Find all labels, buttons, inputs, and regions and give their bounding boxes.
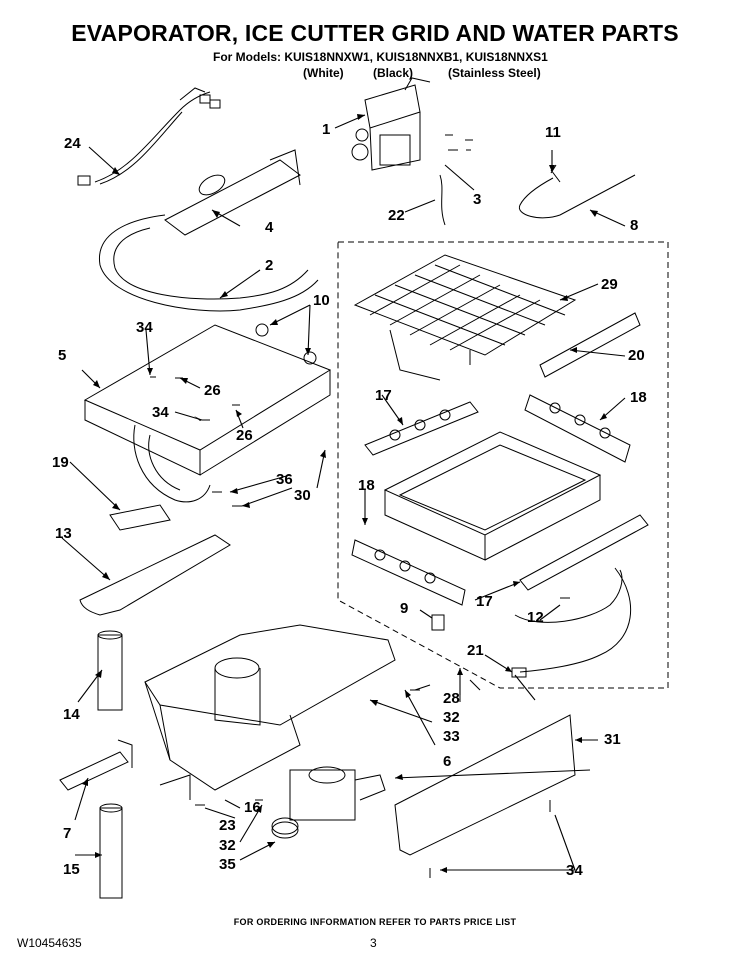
part-16-bracket xyxy=(160,775,190,800)
leader-arrowheads xyxy=(82,114,607,873)
callout-31: 31 xyxy=(604,731,621,748)
part-9-clip xyxy=(432,615,444,630)
callout-9: 9 xyxy=(400,600,409,617)
callout-22: 22 xyxy=(388,207,405,224)
callout-32-b: 32 xyxy=(219,837,236,854)
callout-13: 13 xyxy=(55,525,72,542)
part-7-fill-cup xyxy=(60,740,132,790)
models-line: For Models: KUIS18NNXW1, KUIS18NNXB1, KU… xyxy=(213,50,548,64)
part-18-left-rail-clips xyxy=(375,550,435,583)
part-14-fill-tube xyxy=(98,631,122,710)
callout-15: 15 xyxy=(63,861,80,878)
part-20-bracket xyxy=(110,505,170,530)
callout-21: 20 xyxy=(628,347,645,364)
callout-14: 14 xyxy=(63,706,80,723)
leader-lines xyxy=(62,115,625,870)
callout-3: 3 xyxy=(473,191,482,208)
color-white: (White) xyxy=(303,66,344,80)
callout-17-b: 17 xyxy=(476,593,493,610)
callout-36: 36 xyxy=(276,471,293,488)
callout-34-a: 34 xyxy=(136,319,153,336)
part-11-8-thermistor xyxy=(519,165,635,218)
callout-24: 24 xyxy=(64,135,81,152)
callout-4: 4 xyxy=(265,219,274,236)
part-18-right-rail xyxy=(525,395,630,462)
part-22-tube xyxy=(440,175,445,225)
document-number: W10454635 xyxy=(17,936,82,950)
part-2-evaporator-tube xyxy=(99,215,318,311)
part-17-upper-rail xyxy=(365,402,478,455)
part-21-strip xyxy=(540,313,640,377)
callout-11: 11 xyxy=(545,124,561,141)
cutter-assembly-dashed-boundary xyxy=(338,242,668,688)
callout-2: 2 xyxy=(265,257,274,274)
callout-34-c: 34 xyxy=(566,862,583,879)
color-black: (Black) xyxy=(373,66,414,80)
callout-35: 35 xyxy=(219,856,236,873)
callout-10: 10 xyxy=(313,292,330,309)
part-17-lower-rail xyxy=(520,515,648,590)
callout-26-a: 26 xyxy=(204,382,221,399)
color-stainless: (Stainless Steel) xyxy=(448,66,541,80)
part-13-trough xyxy=(80,535,230,615)
callout-6: 6 xyxy=(443,753,452,770)
part-17-upper-rail-clips xyxy=(390,410,450,440)
part-31-panel xyxy=(395,715,575,855)
part-6-pump xyxy=(290,767,385,820)
part-3-screws xyxy=(445,135,473,150)
part-18-left-rail xyxy=(352,540,465,605)
callout-34-b: 34 xyxy=(152,404,169,421)
part-34-screw-c xyxy=(430,800,550,878)
callout-20: 19 xyxy=(52,454,69,471)
callout-30: 30 xyxy=(294,487,311,504)
part-4-tube xyxy=(165,150,300,235)
callout-17-a: 17 xyxy=(375,387,392,404)
callout-12: 12 xyxy=(527,609,544,626)
callout-7: 7 xyxy=(63,825,72,842)
part-33-reservoir xyxy=(145,625,395,790)
part-15-tube xyxy=(100,804,122,898)
callout-29: 29 xyxy=(601,276,618,293)
callout-18-b: 18 xyxy=(358,477,375,494)
part-35-ring xyxy=(272,818,298,838)
page-title: EVAPORATOR, ICE CUTTER GRID AND WATER PA… xyxy=(71,20,679,46)
cutter-grid-frame xyxy=(385,432,600,560)
part-12-19-harness xyxy=(515,568,631,672)
callout-23: 23 xyxy=(219,817,236,834)
callout-1: 1 xyxy=(322,121,331,138)
callout-28: 28 xyxy=(443,690,460,707)
callout-16: 16 xyxy=(244,799,261,816)
callout-5: 5 xyxy=(58,347,67,364)
page-number: 3 xyxy=(370,936,377,950)
part-18-right-rail-clips xyxy=(550,403,610,438)
callout-33: 33 xyxy=(443,728,460,745)
callout-19: 21 xyxy=(467,642,484,659)
part-24-wire-harness xyxy=(78,88,220,185)
callout-32-a: 32 xyxy=(443,709,460,726)
callout-8: 8 xyxy=(630,217,639,234)
callout-18-a: 18 xyxy=(630,389,647,406)
part-1-water-valve xyxy=(352,78,430,170)
part-29-cutter-grid-wire xyxy=(355,255,575,380)
callout-26-b: 26 xyxy=(236,427,253,444)
ordering-footer: FOR ORDERING INFORMATION REFER TO PARTS … xyxy=(233,917,517,927)
part-5-evaporator-bracket xyxy=(85,324,330,502)
part-19-connector xyxy=(512,668,526,677)
